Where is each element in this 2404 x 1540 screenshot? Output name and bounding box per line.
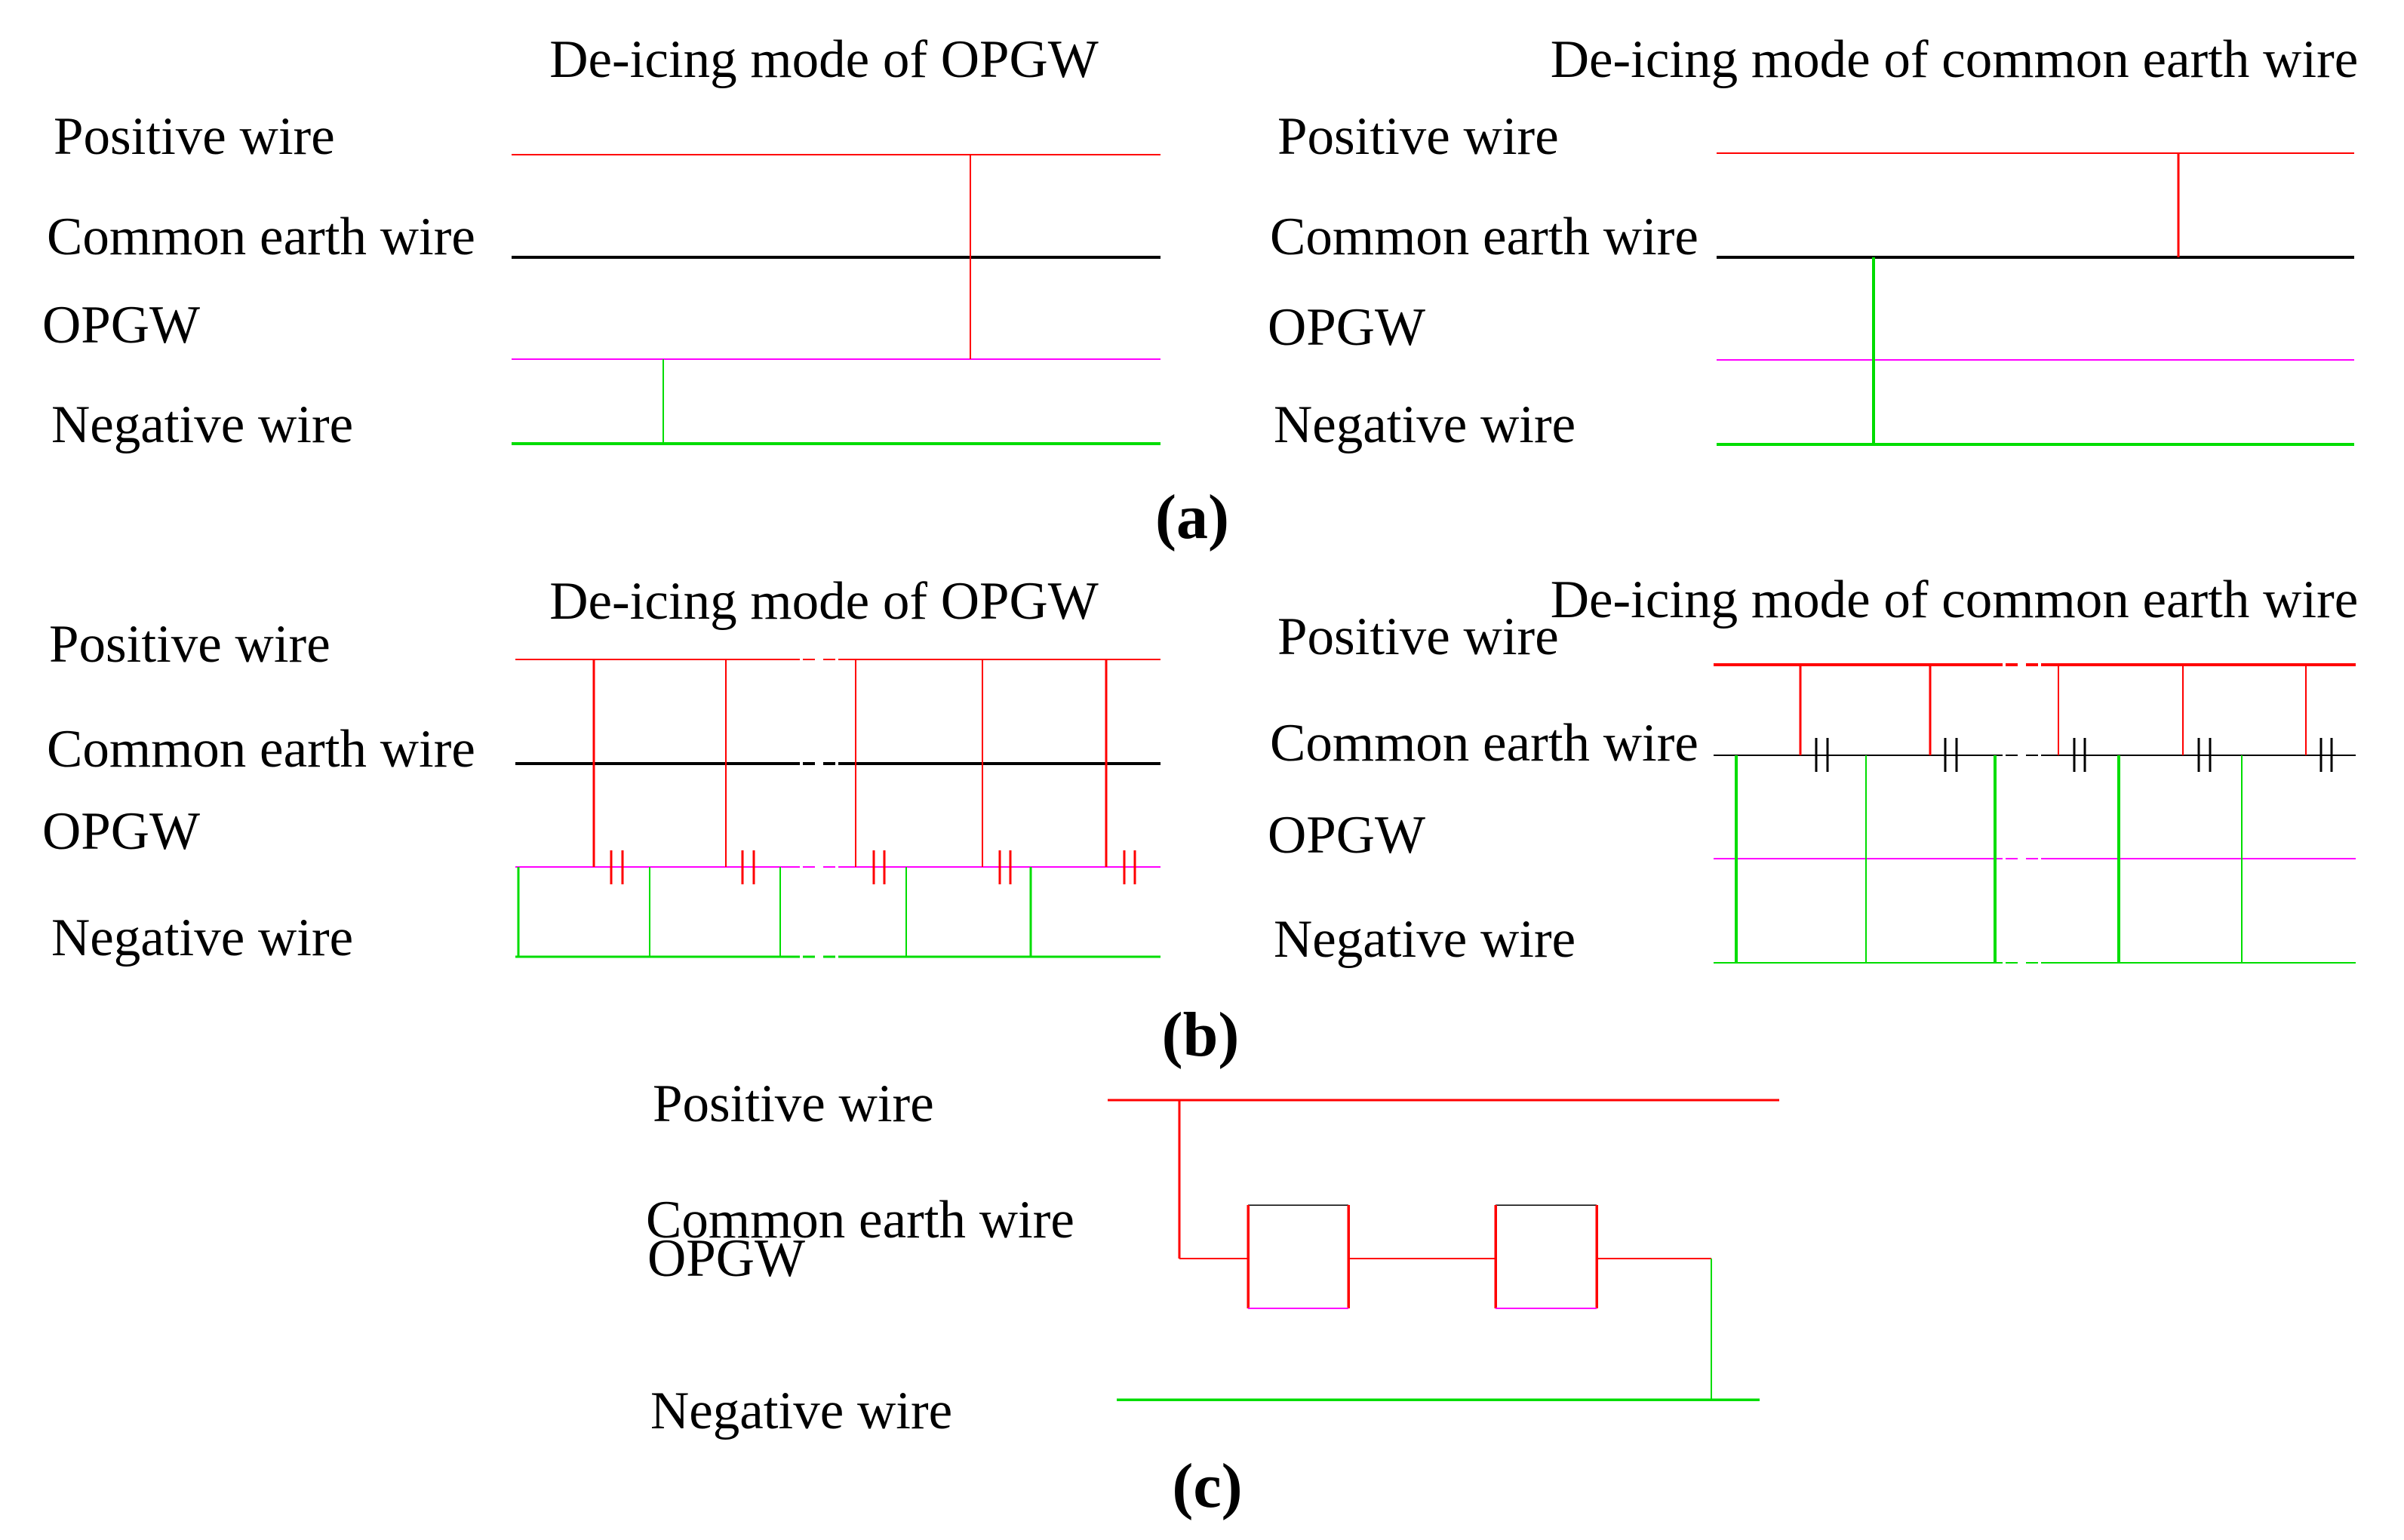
label-opgw: OPGW [42, 296, 200, 355]
label-opgw: OPGW [647, 1229, 805, 1288]
label-negative-wire: Negative wire [650, 1382, 952, 1440]
panel-b-right-title: De-icing mode of common earth wire [1551, 570, 2359, 629]
label-positive-wire: Positive wire [1277, 107, 1559, 166]
label-positive-wire: Positive wire [49, 615, 330, 674]
label-positive-wire: Positive wire [653, 1074, 934, 1133]
label-negative-wire: Negative wire [1274, 395, 1576, 454]
label-common-earth-wire: Common earth wire [47, 207, 475, 266]
panel-a-right-deicing-common-earth: De-icing mode of common earth wirePositi… [1268, 30, 2358, 454]
label-common-earth-wire: Common earth wire [1270, 714, 1698, 773]
label-negative-wire: Negative wire [51, 395, 353, 454]
label-negative-wire: Negative wire [1274, 910, 1576, 969]
label-common-earth-wire: Common earth wire [1270, 207, 1698, 266]
panel-a-right-title: De-icing mode of common earth wire [1551, 30, 2359, 89]
caption-b: (b) [1162, 1000, 1240, 1070]
panel-b-left-title: De-icing mode of OPGW [549, 572, 1099, 631]
label-common-earth-wire: Common earth wire [646, 1191, 1074, 1250]
label-positive-wire: Positive wire [1277, 607, 1559, 666]
caption-c: (c) [1172, 1451, 1242, 1521]
label-positive-wire: Positive wire [54, 107, 335, 166]
panel-a-left-deicing-opgw: De-icing mode of OPGW Positive wireCommon… [42, 30, 1160, 454]
panel-b-left-deicing-opgw: De-icing mode of OPGW Positive wireCommon… [42, 572, 1160, 967]
label-opgw: OPGW [42, 802, 200, 861]
caption-a: (a) [1155, 482, 1229, 552]
label-opgw: OPGW [1268, 806, 1425, 865]
label-opgw: OPGW [1268, 298, 1425, 357]
panel-b-right-deicing-common-earth: De-icing mode of common earth wirePositi… [1268, 570, 2358, 969]
label-common-earth-wire: Common earth wire [47, 720, 475, 779]
panel-a-left-title: De-icing mode of OPGW [549, 30, 1099, 89]
label-negative-wire: Negative wire [51, 908, 353, 967]
